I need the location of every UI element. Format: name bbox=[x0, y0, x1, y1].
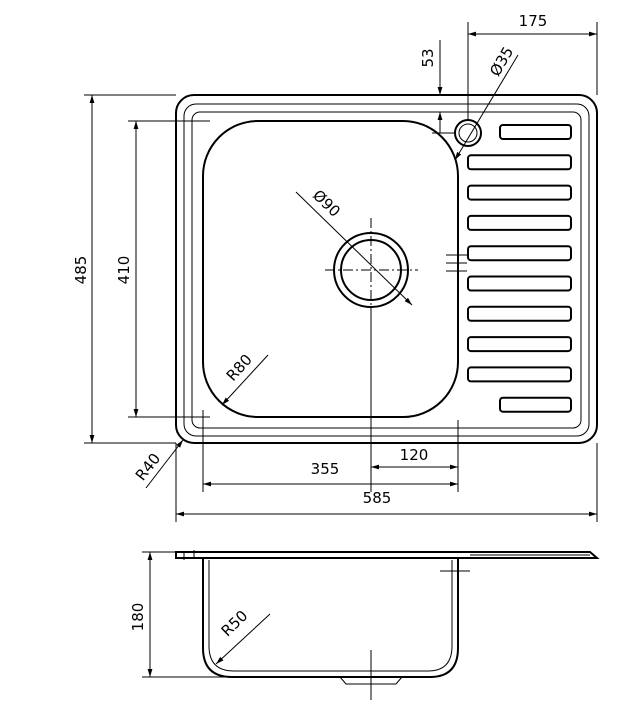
outer-rim bbox=[175, 94, 598, 444]
dim-r80: R80 bbox=[223, 351, 256, 385]
drainboard-slot bbox=[499, 396, 572, 413]
drainboard-slot bbox=[467, 184, 572, 201]
drainboard-slot bbox=[467, 214, 572, 231]
drainboard-slot bbox=[467, 305, 572, 322]
dim-120: 120 bbox=[400, 446, 429, 464]
drainboard-slot bbox=[467, 245, 572, 262]
dim-585: 585 bbox=[363, 489, 392, 507]
dim-175: 175 bbox=[519, 12, 548, 30]
bowl-outline bbox=[202, 120, 459, 418]
dim-355: 355 bbox=[311, 460, 340, 478]
dim-r40: R40 bbox=[132, 450, 164, 484]
inner-rim bbox=[183, 103, 590, 437]
dim-d90: Ø90 bbox=[309, 186, 344, 220]
dim-d35: Ø35 bbox=[486, 44, 517, 80]
drainboard-slot bbox=[499, 124, 572, 140]
dim-53: 53 bbox=[419, 48, 437, 67]
drain bbox=[325, 218, 418, 316]
drainboard-slot bbox=[467, 154, 572, 171]
dim-485: 485 bbox=[72, 256, 90, 285]
drainboard-slot bbox=[467, 336, 572, 353]
top-view bbox=[175, 94, 598, 444]
drainboard-slot bbox=[467, 366, 572, 383]
drainboard-slots bbox=[467, 124, 572, 413]
dim-410: 410 bbox=[115, 256, 133, 285]
dim-r50: R50 bbox=[218, 607, 252, 640]
rim-inner-edge bbox=[191, 111, 582, 429]
dim-180: 180 bbox=[129, 603, 147, 632]
drainboard-slot bbox=[467, 275, 572, 292]
side-view bbox=[175, 550, 600, 685]
